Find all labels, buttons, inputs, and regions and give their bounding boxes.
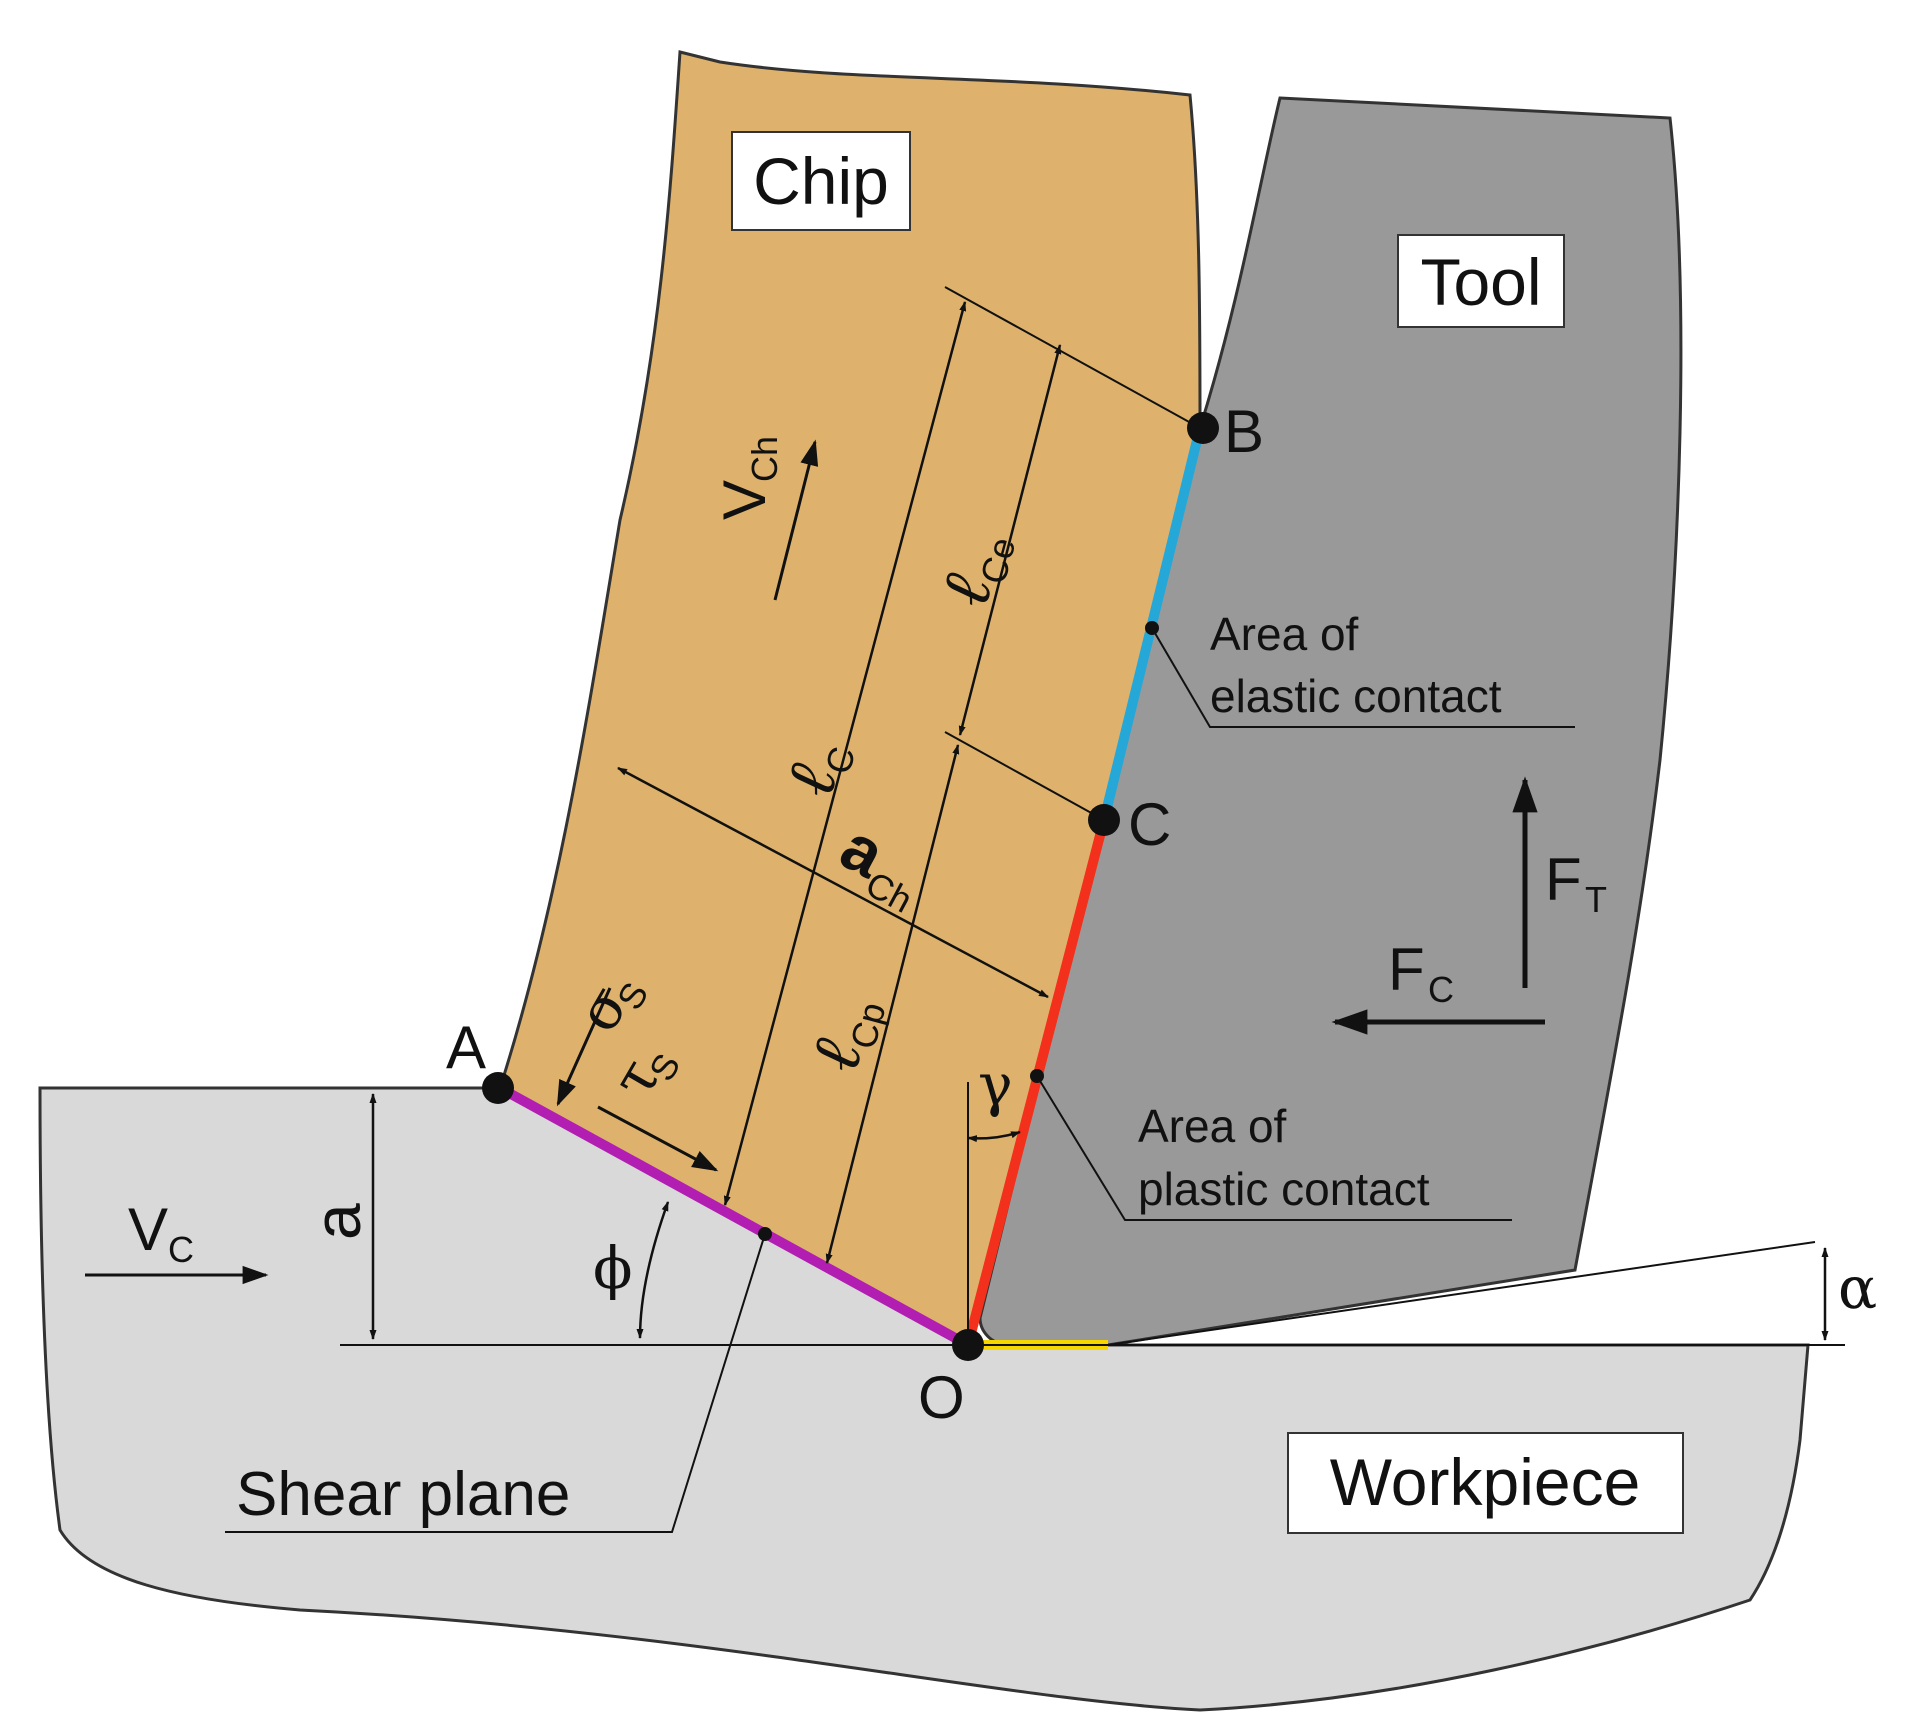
plastic-leader-dot bbox=[1030, 1069, 1044, 1083]
phi-symbol: ϕ bbox=[593, 1234, 633, 1302]
svg-text:Ch: Ch bbox=[744, 436, 785, 482]
chip-velocity-arrow bbox=[773, 439, 819, 601]
elastic-area-label-line2: elastic contact bbox=[1210, 670, 1502, 722]
point-c-marker bbox=[1088, 804, 1120, 836]
lce-dimension bbox=[958, 344, 1062, 736]
shear-plane-label: Shear plane bbox=[236, 1460, 570, 1529]
plastic-leader bbox=[1036, 1075, 1512, 1221]
point-o-marker bbox=[952, 1329, 984, 1361]
plastic-area-label-line2: plastic contact bbox=[1138, 1163, 1430, 1215]
fc-symbol: F C bbox=[1388, 936, 1454, 1010]
gamma-symbol: γ bbox=[978, 1051, 1013, 1119]
v-ch-symbol: V Ch bbox=[711, 436, 785, 520]
point-a-label: A bbox=[446, 1014, 486, 1081]
elastic-area-label-line1: Area of bbox=[1210, 608, 1359, 660]
gamma-arc bbox=[967, 1130, 1021, 1143]
ach-dimension bbox=[617, 766, 1049, 999]
tool-label-box bbox=[1397, 234, 1565, 328]
tool-label: Tool bbox=[1420, 245, 1541, 319]
shear-leader-dot bbox=[758, 1227, 772, 1241]
shear-plane-line bbox=[497, 1083, 971, 1350]
point-b-label: B bbox=[1224, 398, 1264, 465]
phi-arc bbox=[636, 1201, 670, 1339]
svg-text:V: V bbox=[711, 480, 778, 520]
workpiece-body bbox=[38, 1086, 1810, 1712]
elastic-leader-dot bbox=[1145, 621, 1159, 635]
svg-text:T: T bbox=[1585, 879, 1607, 920]
workpiece-label-box bbox=[1287, 1432, 1684, 1534]
v-c-symbol: V C bbox=[128, 1196, 194, 1270]
tool-body bbox=[978, 96, 1683, 1347]
svg-text:C: C bbox=[168, 1229, 194, 1270]
extension-line-b bbox=[944, 286, 1201, 429]
point-c-label: C bbox=[1128, 791, 1171, 858]
point-b-marker bbox=[1187, 412, 1219, 444]
ft-symbol: F T bbox=[1545, 846, 1607, 920]
point-o-label: O bbox=[918, 1364, 965, 1431]
workpiece-label: Workpiece bbox=[1330, 1445, 1641, 1519]
sigma-stress-arrow bbox=[556, 987, 612, 1107]
svg-text:V: V bbox=[128, 1196, 168, 1263]
chip-label: Chip bbox=[753, 144, 889, 218]
alpha-symbol: α bbox=[1838, 1254, 1877, 1322]
svg-text:F: F bbox=[1388, 936, 1425, 1003]
shear-plane-leader bbox=[225, 1233, 766, 1533]
svg-text:F: F bbox=[1545, 846, 1582, 913]
svg-text:C: C bbox=[1428, 969, 1454, 1010]
point-a-marker bbox=[482, 1072, 514, 1104]
plastic-area-label-line1: Area of bbox=[1138, 1100, 1287, 1152]
chip-label-box bbox=[731, 131, 911, 231]
clearance-reference-line bbox=[1107, 1241, 1816, 1346]
depth-symbol: a bbox=[300, 1203, 374, 1240]
tau-stress-arrow bbox=[597, 1105, 719, 1172]
elastic-leader bbox=[1151, 627, 1575, 728]
